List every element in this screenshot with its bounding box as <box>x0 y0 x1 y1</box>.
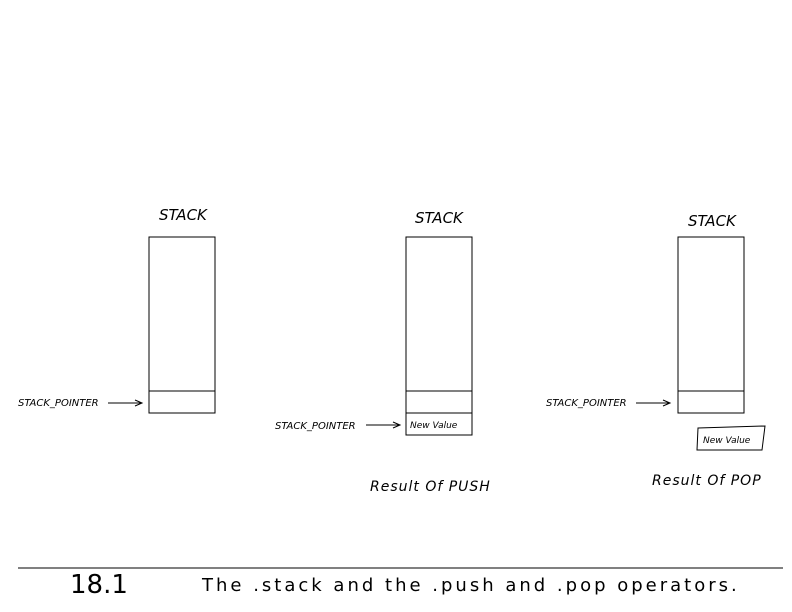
stack-title: STACK <box>159 206 208 224</box>
stack-diagram-push: STACK New Value STACK_POINTER Result Of … <box>275 209 491 495</box>
stack-pointer-label: STACK_POINTER <box>275 421 356 432</box>
result-label: Result Of PUSH <box>370 479 491 495</box>
stack-pointer-arrow <box>366 421 402 429</box>
figure-number: 18.1 <box>70 570 128 600</box>
stack-box <box>148 236 216 414</box>
stack-title: STACK <box>415 209 464 227</box>
popped-value-box <box>696 425 766 451</box>
stack-box <box>677 236 745 414</box>
stack-pointer-arrow <box>108 399 144 407</box>
result-label: Result Of POP <box>652 473 762 489</box>
stack-pointer-label: STACK_POINTER <box>546 398 627 409</box>
stack-diagram-pop: STACK STACK_POINTER New Value Result Of … <box>546 212 766 489</box>
figure-caption: The .stack and the .push and .pop operat… <box>201 575 740 596</box>
new-value-cell <box>405 412 473 436</box>
new-value-label: New Value <box>410 421 458 431</box>
stack-pointer-label: STACK_POINTER <box>18 398 99 409</box>
stack-pointer-arrow <box>636 399 672 407</box>
stack-box <box>405 236 473 414</box>
stack-title: STACK <box>688 212 737 230</box>
popped-value-label: New Value <box>703 436 751 446</box>
stack-diagram-initial: STACK STACK_POINTER <box>18 206 216 414</box>
